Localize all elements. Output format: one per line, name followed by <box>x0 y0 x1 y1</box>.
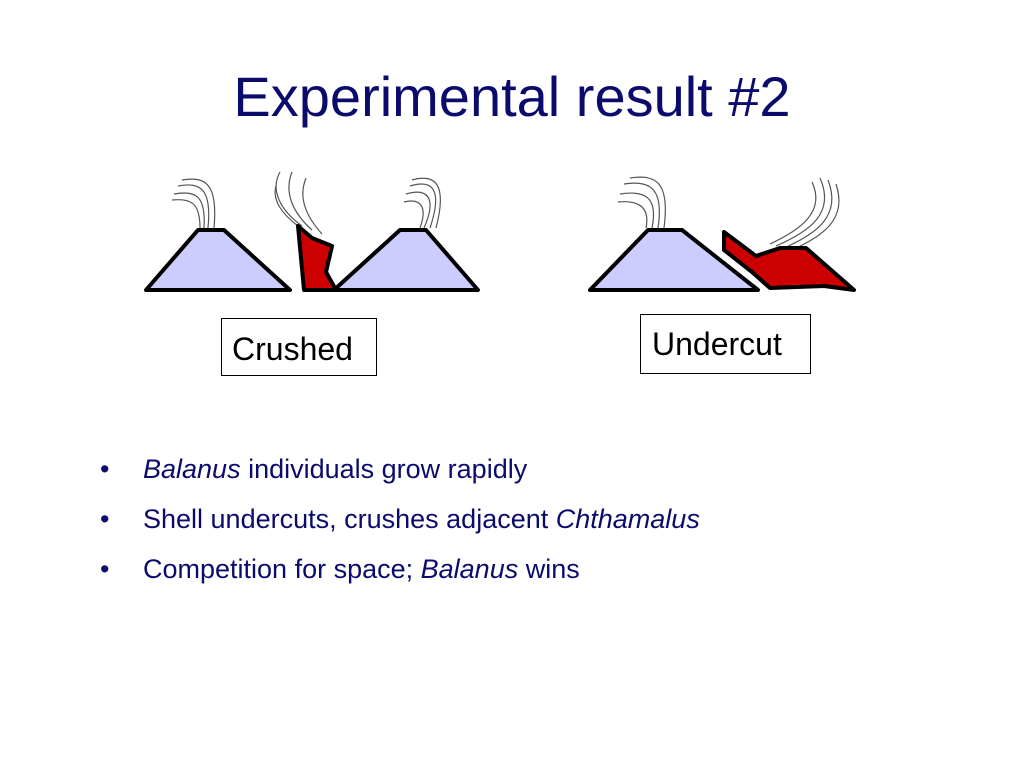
balanus-shell <box>588 228 760 292</box>
bullet-icon: • <box>100 454 110 484</box>
bullet-icon: • <box>100 554 110 584</box>
cirri-icon <box>769 177 840 251</box>
slide-title: Experimental result #2 <box>233 65 791 128</box>
balanus-shell-left <box>144 228 292 292</box>
barnacle-diagram <box>144 171 856 292</box>
species-name: Balanus <box>420 554 519 584</box>
bullet-item: • Shell undercuts, crushes adjacent Chth… <box>100 502 700 536</box>
crushed-scene <box>144 171 480 292</box>
bullet-list: • Balanus individuals grow rapidly • She… <box>100 452 700 602</box>
bullet-text-tail: wins <box>518 554 580 584</box>
chthamalus-undercut <box>722 230 856 292</box>
bullet-item: • Competition for space; Balanus wins <box>100 552 700 586</box>
cirri-icon <box>403 177 441 229</box>
bullet-item: • Balanus individuals grow rapidly <box>100 452 700 486</box>
undercut-scene <box>588 176 856 292</box>
balanus-shell-right <box>332 228 480 292</box>
crushed-label: Crushed <box>221 318 377 376</box>
bullet-icon: • <box>100 504 110 534</box>
bullet-text: Competition for space; <box>143 554 421 584</box>
species-name: Chthamalus <box>555 504 700 534</box>
species-name: Balanus <box>143 454 241 484</box>
chthamalus-crushed <box>296 224 338 292</box>
bullet-text: Shell undercuts, crushes adjacent <box>143 504 556 534</box>
cirri-icon <box>617 176 666 229</box>
cirri-icon <box>171 178 216 229</box>
undercut-label: Undercut <box>640 314 811 374</box>
cirri-icon <box>274 171 323 235</box>
bullet-text: individuals grow rapidly <box>240 454 528 484</box>
